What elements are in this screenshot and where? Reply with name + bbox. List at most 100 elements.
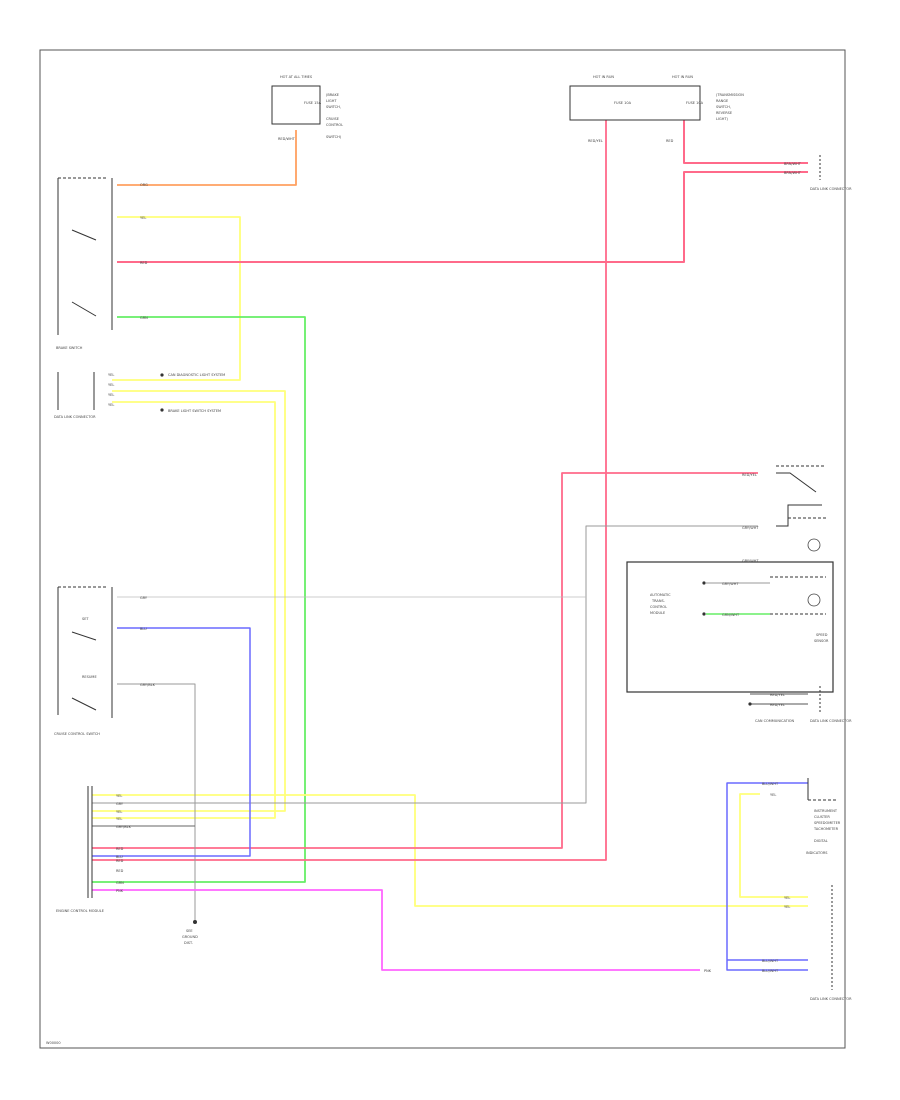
tail-connector-ref-dot-1	[160, 373, 164, 377]
fuse-left-note-1: (BRAKE	[326, 93, 339, 97]
fuse-left-header: HOT AT ALL TIMES	[280, 75, 313, 79]
wire-yellow-ecm	[92, 794, 808, 907]
fuse-mid-header: HOT IN RUN	[593, 75, 614, 79]
ecm-pin-11: PNK	[116, 889, 124, 893]
wire-green-brake	[92, 316, 306, 883]
fuse-mid-wire: RED/YEL	[588, 139, 603, 143]
instrument-wire-5: BLU/WHT	[762, 959, 779, 963]
tcm-box-label-2: TRANS.	[651, 599, 665, 603]
tcm-box-side-2: SENSOR	[814, 639, 829, 643]
dl2-wire-1: BRN/WHT	[784, 162, 802, 166]
wire-red-brake	[117, 171, 808, 263]
fuse-left-wire: RED/WHT	[278, 137, 296, 141]
wire-magenta	[92, 889, 700, 971]
instrument-label-6: INDICATORS	[806, 851, 828, 855]
fuse-right: HOT IN RUN FUSE 10A (TRANSMISSION RANGE …	[666, 75, 744, 143]
tcm-box-wire-3: GRN/WHT	[722, 613, 740, 617]
instrument-cluster: INSTRUMENT CLUSTER SPEEDOMETER TACHOMETE…	[704, 778, 841, 973]
cruise-switch-contact-1	[71, 631, 97, 641]
brake-switch-wire-4: GRN	[140, 316, 148, 320]
fuse-left-note-5: CONTROL	[326, 123, 343, 127]
clutch-switch-wire-1: RED/YEL	[742, 473, 757, 477]
tcm-box-dot-2	[702, 612, 706, 616]
instrument-wire-7: PNK	[704, 969, 712, 973]
brake-switch-contact-1	[71, 229, 97, 241]
tail-connector-wire-1: YEL	[108, 373, 114, 377]
ecm-pin-2: GRY	[116, 802, 124, 806]
clutch-switch-lower	[776, 504, 822, 527]
tail-connector-wire-4: YEL	[108, 403, 114, 407]
instrument-wire-1: BLU/WHT	[762, 782, 779, 786]
fuse-right-fuse-label: FUSE 10A	[686, 101, 704, 105]
tcm-box-wire-top: GRY/WHT	[742, 559, 759, 563]
wire-yellow-2	[92, 401, 276, 819]
fuse-left-note-3: SWITCH,	[326, 105, 341, 109]
dl2-label: DATA LINK CONNECTOR	[810, 187, 852, 191]
data-link-connector-1: RED/YEL RED/YEL DATA LINK CONNECTOR	[748, 686, 852, 723]
ecm-label: ENGINE CONTROL MODULE	[56, 909, 104, 913]
dl3-label: DATA LINK CONNECTOR	[810, 997, 852, 1001]
ecm-pin-8: BLU	[116, 855, 123, 859]
fuse-left-box	[271, 85, 321, 125]
instrument-wire-4: YEL	[784, 905, 790, 909]
clutch-switch: RED/YEL GRY/WHT	[742, 465, 826, 552]
ground-label-2: GROUND	[182, 935, 198, 939]
fuse-right-header: HOT IN RUN	[672, 75, 693, 79]
fuse-mid-fuse-label: FUSE 10A	[614, 101, 632, 105]
engine-control-module: ENGINE CONTROL MODULE YEL GRY YEL YEL GR…	[56, 786, 132, 913]
clutch-switch-marker	[807, 538, 821, 552]
ground-label-1: SEE	[186, 929, 193, 933]
fuse-left-fuse-label: FUSE 15A	[304, 101, 322, 105]
instrument-wire-3: YEL	[784, 896, 790, 900]
fuse-left-note-2: LIGHT	[326, 99, 337, 103]
tail-connector-ref-1: CAN DIAGNOSTIC LIGHT SYSTEM	[168, 373, 225, 377]
cruise-switch: SET RESUME CRUISE CONTROL SWITCH GRY BLU…	[54, 586, 156, 736]
brake-switch-wire-2: YEL	[140, 216, 146, 220]
fuse-mid: HOT IN RUN FUSE 10A RED/YEL	[569, 75, 701, 143]
dl2-ref: CAN COMMUNICATION	[755, 719, 795, 723]
dl1-wire-2: RED/YEL	[770, 703, 785, 707]
cruise-switch-note-set: SET	[82, 617, 89, 621]
tcm-box-dot-1	[702, 581, 706, 585]
data-link-connector-3: DATA LINK CONNECTOR	[810, 885, 852, 1001]
ecm-pin-5: GRY/BLK	[116, 825, 132, 829]
wire-blue-inst	[726, 782, 808, 971]
instrument-label-5: DIGITAL	[814, 839, 828, 843]
tcm-box-label-1: AUTOMATIC	[650, 593, 671, 597]
fuse-mid-box	[569, 85, 701, 121]
tcm-box-sensor	[807, 593, 821, 607]
tcm-box-side-1: SPEED	[816, 633, 828, 637]
tcm-box-outline	[626, 561, 834, 693]
ecm-pin-9: RED	[116, 869, 124, 873]
dl1-wire-1: RED/YEL	[770, 693, 785, 697]
wire-red-switch	[92, 472, 758, 849]
diagram-frame	[39, 49, 846, 1049]
tail-connector-wire-3: YEL	[108, 393, 114, 397]
ecm-pin-6: RED	[116, 847, 124, 851]
brake-switch-wire-1: ORG	[140, 183, 148, 187]
instrument-label-4: TACHOMETER	[813, 827, 839, 831]
tcm-box-label-3: CONTROL	[650, 605, 667, 609]
wire-red-fuse-right	[683, 120, 808, 164]
frame-code: W00000	[46, 1041, 61, 1045]
fuse-right-note-5: LIGHT)	[716, 117, 728, 121]
ecm-pin-4: YEL	[116, 817, 122, 821]
instrument-label-1: INSTRUMENT	[814, 809, 838, 813]
ecm-pin-1: YEL	[116, 794, 122, 798]
tail-connector-wire-2: YEL	[108, 383, 114, 387]
wire-yellow-inst	[739, 793, 808, 898]
fuse-left-note-4: CRUISE	[326, 117, 339, 121]
tail-connector-label: DATA LINK CONNECTOR	[54, 415, 96, 419]
tail-connector: DATA LINK CONNECTOR YEL YEL YEL YEL CAN …	[54, 372, 225, 419]
ground-dot	[193, 920, 197, 924]
cruise-switch-wire-1: GRY	[140, 596, 148, 600]
wire-yellow-brake	[112, 216, 241, 381]
fuse-right-note-1: (TRANSMISSION	[716, 93, 744, 97]
ground-point: SEE GROUND DIST.	[182, 920, 198, 945]
ecm-pin-10: GRN	[116, 881, 124, 885]
instrument-wire-6: BLU/WHT	[762, 969, 779, 973]
dl1-label: DATA LINK CONNECTOR	[810, 719, 852, 723]
fuse-right-note-2: RANGE	[716, 99, 728, 103]
data-link-connector-2: BRN/WHT BRN/WHT DATA LINK CONNECTOR CAN …	[755, 155, 852, 723]
dl2-wire-2: BRN/WHT	[784, 171, 802, 175]
